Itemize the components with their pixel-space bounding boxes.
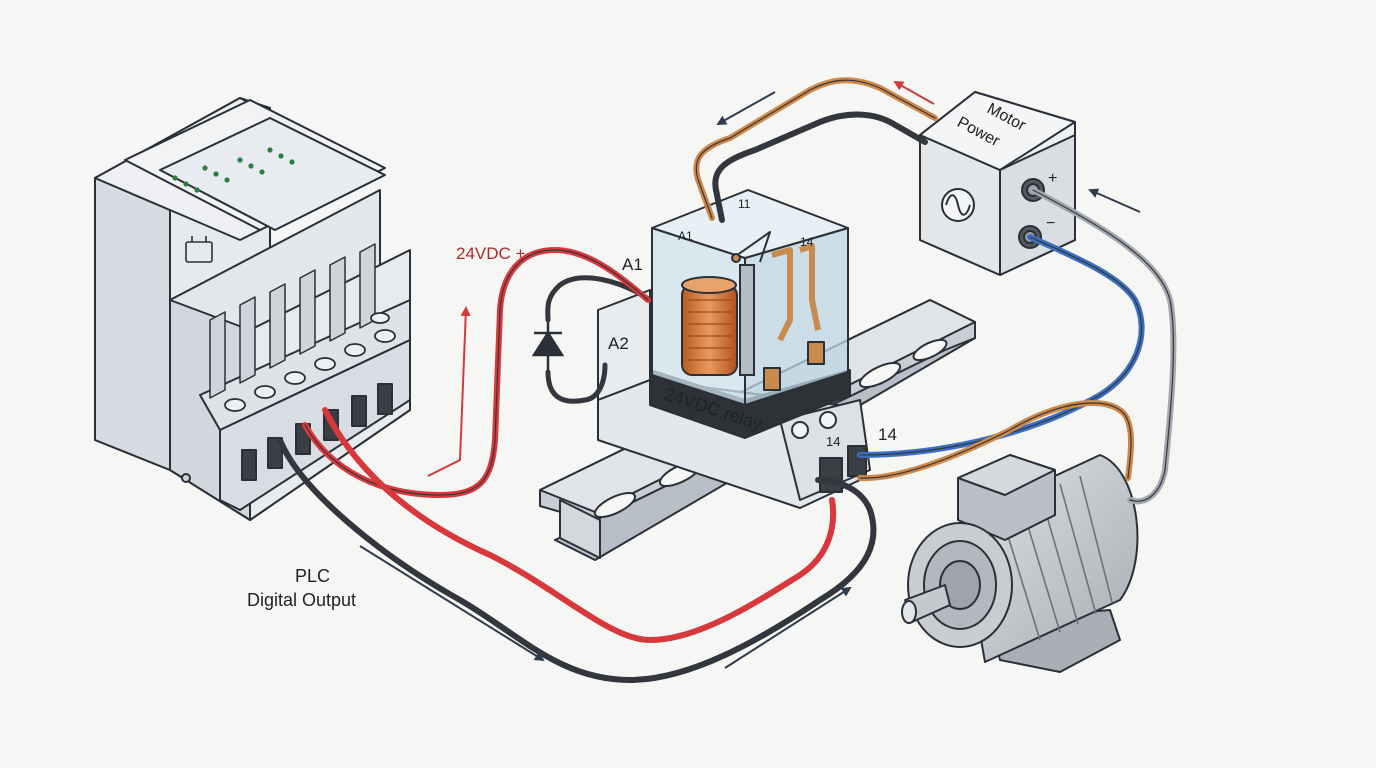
arrow-flow-bottom-left	[359, 545, 545, 662]
label-psu-plus: +	[1048, 170, 1057, 187]
plc-module-icon	[185, 236, 213, 263]
label-coil-a1: A1	[622, 255, 643, 274]
label-plc-digital-output: Digital Output	[247, 590, 356, 610]
label-plc: PLC	[295, 566, 330, 586]
motor-power-supply	[919, 91, 1076, 276]
arrow-current-top	[893, 81, 935, 105]
arrow-flow-right	[1088, 188, 1141, 213]
arrow-current-up	[427, 306, 471, 477]
sine-wave-icon	[945, 194, 971, 216]
wire-diode-loop	[545, 275, 653, 404]
label-base-pin-14: 14	[826, 434, 840, 449]
relay-contacts	[731, 231, 825, 391]
wire-red-return	[322, 407, 837, 643]
electric-motor	[901, 454, 1139, 673]
label-top-pin-14: 14	[800, 235, 814, 249]
arrow-flow-bottom-right	[724, 586, 852, 669]
diode-symbol	[531, 320, 565, 372]
label-supply-24vdc: 24VDC +	[456, 244, 526, 263]
wire-black-top	[712, 111, 928, 223]
wire-black-common	[277, 437, 877, 683]
label-side-pin-14: 14	[878, 425, 897, 444]
label-coil-a2: A2	[608, 334, 629, 353]
label-top-pin-a1: A1	[678, 229, 693, 243]
status-led-icon	[172, 147, 295, 193]
relay-coil	[681, 264, 755, 376]
plc-unit	[94, 97, 411, 521]
arrow-flow-top-left	[716, 91, 776, 125]
label-top-pin-11: 11	[738, 197, 751, 211]
label-psu-minus: −	[1046, 215, 1055, 232]
